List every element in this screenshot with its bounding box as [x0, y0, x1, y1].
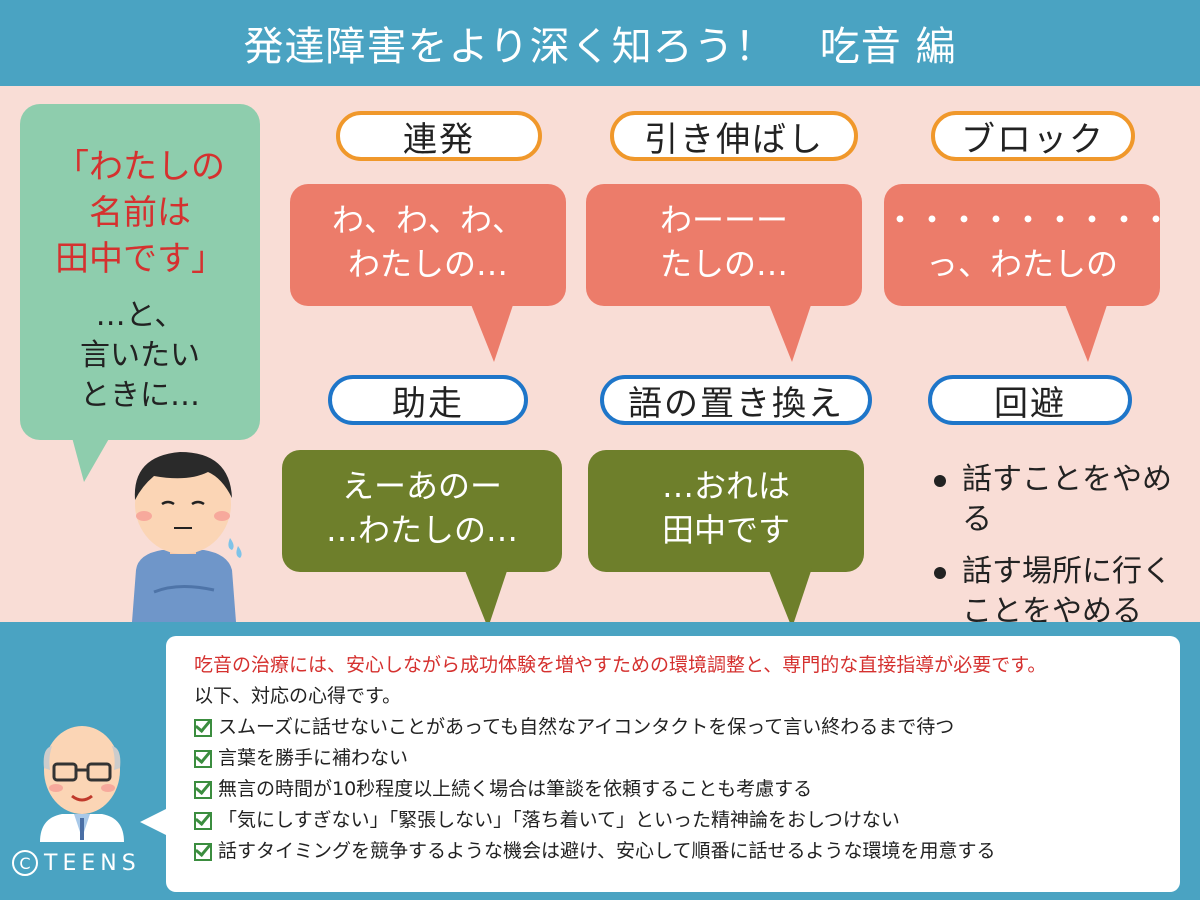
- type-label-okikae: 語の置き換え: [600, 375, 872, 425]
- intro-speech-bubble: 「わたしの 名前は 田中です」 …と、 言いたい ときに…: [20, 104, 260, 440]
- example-line: 田中です: [661, 511, 790, 549]
- advice-item: スムーズに話せないことがあっても自然なアイコンタクトを保って言い終わるまで待つ: [194, 712, 1164, 743]
- example-line: わ、わ、わ、: [331, 201, 524, 239]
- example-line: …おれは: [661, 467, 790, 505]
- checkbox-icon: [194, 718, 212, 737]
- example-bubble-josou: えーあのー …わたしの…: [282, 450, 562, 572]
- bubble-tail: [768, 302, 812, 362]
- checkbox-icon: [194, 749, 212, 768]
- checkbox-icon: [194, 811, 212, 830]
- worried-boy-illustration: [132, 452, 242, 622]
- example-line: ・・・・・・・・・: [884, 201, 1173, 239]
- avoidance-list: 話すことをやめる 話す場所に行く ことをやめる: [928, 460, 1200, 644]
- advice-item: 無言の時間が10秒程度以上続く場合は筆談を依頼することも考慮する: [194, 774, 1164, 805]
- copyright-text: TEENS: [44, 850, 141, 876]
- example-line: わーーー: [659, 201, 788, 239]
- title-bar: 発達障害をより深く知ろう！ 吃音 編: [0, 0, 1200, 86]
- intro-quote: 「わたしの 名前は 田中です」: [20, 144, 260, 282]
- advice-item: 話すタイミングを競争するような機会は避け、安心して順番に話せるような環境を用意す…: [194, 836, 1164, 867]
- sub-line: …と、: [95, 298, 185, 333]
- bubble-tail: [1064, 302, 1108, 362]
- quote-line: 名前は: [89, 193, 191, 233]
- type-label-josou: 助走: [328, 375, 528, 425]
- advice-item: 「気にしすぎない」「緊張しない」「落ち着いて」といった精神論をおしつけない: [194, 805, 1164, 836]
- quote-line: 「わたしの: [55, 147, 225, 187]
- type-label-renpatsu: 連発: [336, 111, 542, 161]
- bubble-tail: [470, 302, 514, 362]
- list-item: 話す場所に行く ことをやめる: [928, 552, 1182, 632]
- advice-item: 言葉を勝手に補わない: [194, 743, 1164, 774]
- example-bubble-renpatsu: わ、わ、わ、 わたしの…: [290, 184, 566, 306]
- bullet-icon: [934, 567, 946, 579]
- example-line: …わたしの…: [325, 511, 518, 549]
- page-subtitle: 吃音 編: [819, 24, 957, 70]
- example-line: わたしの…: [347, 245, 508, 283]
- bubble-tail: [768, 568, 812, 628]
- notes-intro: 以下、対応の心得です。: [194, 685, 402, 707]
- checkbox-icon: [194, 842, 212, 861]
- bullet-icon: [934, 475, 946, 487]
- notes-lead: 吃音の治療には、安心しながら成功体験を増やすための環境調整と、専門的な直接指導が…: [194, 654, 1047, 676]
- doctor-illustration: [40, 726, 124, 842]
- example-bubble-block: ・・・・・・・・・ っ、わたしの: [884, 184, 1173, 306]
- advice-notes: 吃音の治療には、安心しながら成功体験を増やすための環境調整と、専門的な直接指導が…: [166, 636, 1180, 892]
- intro-sub: …と、 言いたい ときに…: [20, 296, 260, 416]
- sub-line: 言いたい: [80, 338, 200, 373]
- example-line: っ、わたしの: [925, 245, 1118, 283]
- notes-bubble-tail: [140, 808, 168, 836]
- example-line: えーあのー: [341, 467, 502, 505]
- type-label-kaihi: 回避: [928, 375, 1132, 425]
- page-title: 発達障害をより深く知ろう！: [243, 24, 776, 70]
- type-label-hikinobashi: 引き伸ばし: [610, 111, 858, 161]
- example-line: たしの…: [659, 245, 788, 283]
- checkbox-icon: [194, 780, 212, 799]
- example-bubble-hikinobashi: わーーー たしの…: [586, 184, 862, 306]
- intro-bubble-tail: [70, 430, 114, 482]
- type-label-block: ブロック: [931, 111, 1135, 161]
- bubble-tail: [464, 568, 508, 628]
- list-item: 話すことをやめる: [928, 460, 1200, 540]
- example-bubble-okikae: …おれは 田中です: [588, 450, 864, 572]
- copyright: C TEENS: [12, 850, 141, 876]
- quote-line: 田中です」: [55, 239, 225, 279]
- sub-line: ときに…: [80, 378, 200, 413]
- copyright-icon: C: [12, 850, 38, 876]
